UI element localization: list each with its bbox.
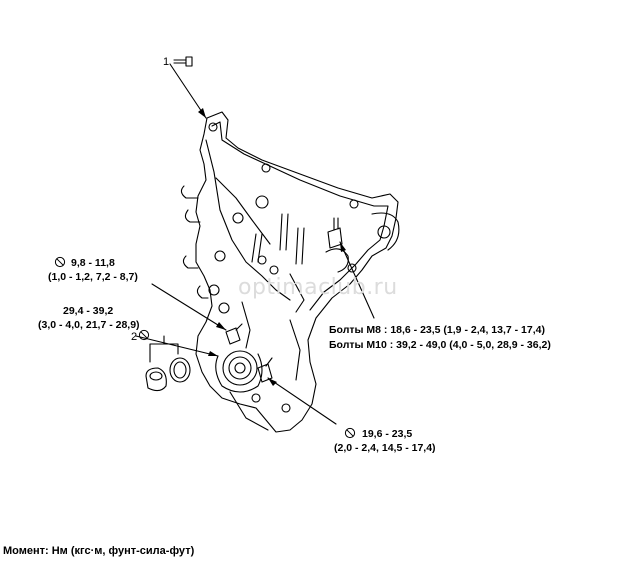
cover-flange (211, 121, 389, 311)
torque-bolts-m10: Болты M10 : 39,2 - 49,0 (4,0 - 5,0, 28,9… (329, 339, 551, 351)
no-reuse-icon (344, 427, 356, 439)
loose-bolt (173, 56, 193, 67)
leader-middle-left (135, 335, 219, 357)
callout-item-1: 1 (163, 56, 170, 68)
cap-and-oring (145, 335, 191, 392)
bolt-left (225, 323, 243, 345)
torque-upper-left-units: (1,0 - 1,2, 7,2 - 8,7) (48, 271, 138, 283)
leader-bolts-m8 (339, 241, 375, 319)
bolt-upper-right (327, 217, 343, 249)
leader-upper-left (151, 283, 227, 331)
torque-units-footer: Момент: Нм (кгс·м, фунт-сила-фут) (3, 545, 195, 557)
torque-middle-left-units: (3,0 - 4,0, 21,7 - 28,9) (38, 319, 140, 331)
torque-middle-left-value: 29,4 - 39,2 (63, 305, 114, 317)
leader-bottom (267, 377, 337, 425)
crank-seal-outer (222, 350, 258, 386)
watermark: optimaclub.ru (238, 275, 398, 300)
cover-outline (195, 111, 399, 433)
no-reuse-icon (138, 329, 150, 341)
torque-bottom-units: (2,0 - 2,4, 14,5 - 17,4) (334, 442, 436, 454)
callout-item-2: 2 (131, 331, 138, 343)
leader-item1 (169, 63, 207, 119)
no-reuse-icon (54, 256, 66, 268)
torque-bolts-m8: Болты M8 : 18,6 - 23,5 (1,9 - 2,4, 13,7 … (329, 324, 545, 336)
torque-bottom-value: 19,6 - 23,5 (362, 428, 413, 440)
torque-upper-left-value: 9,8 - 11,8 (71, 257, 115, 269)
bolt-bottom (257, 357, 273, 383)
